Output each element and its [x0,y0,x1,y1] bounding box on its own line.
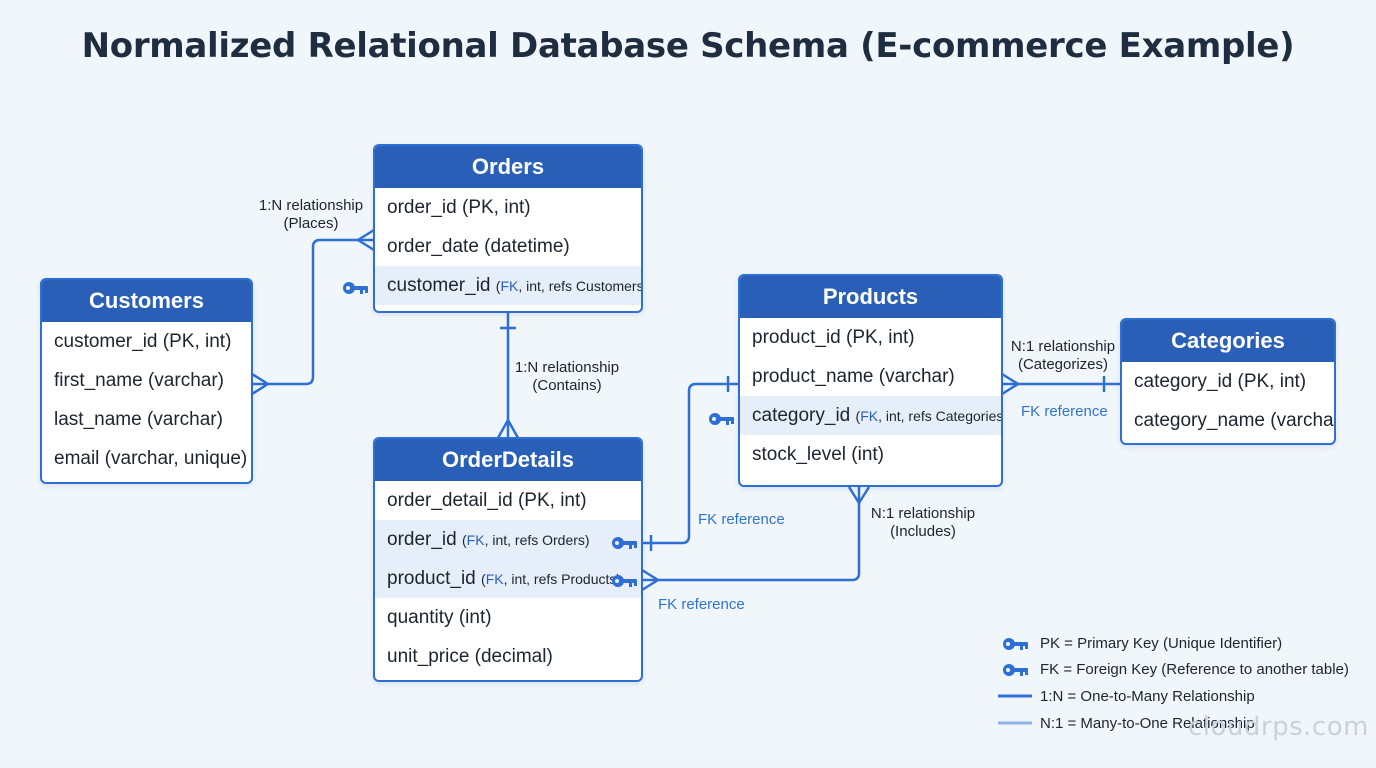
fk-field-detail: (FK, int, refs Customers) [495,278,643,294]
table-orders[interactable]: Orders order_id (PK, int) order_date (da… [373,144,643,313]
rel-label-places: 1:N relationship (Places) [258,197,364,232]
key-icon [709,413,734,425]
field-row: category_id (PK, int) [1134,371,1307,392]
fk-reference-label: FK reference [698,511,785,528]
field-row: last_name (varchar) [54,409,223,430]
fk-field-row: product_id (FK, int, refs Products) [375,559,641,598]
crows-foot-icon [496,418,520,439]
crows-foot-icon [251,372,270,396]
rel-label-contains: 1:N relationship (Contains) [514,359,620,394]
fk-field-detail: (FK, int, refs Orders) [462,532,590,548]
fk-field-detail: (FK, int, refs Categories) [855,408,1003,424]
rel-label-categorizes: N:1 relationship (Categorizes) [1010,338,1116,373]
connector-customers-orders [252,238,374,386]
table-header: Customers [42,280,251,322]
fk-reference-label: FK reference [1021,403,1108,420]
crows-foot-icon [1001,372,1020,396]
page-title: Normalized Relational Database Schema (E… [81,26,1295,66]
key-icon [612,575,637,587]
field-row: stock_level (int) [752,444,884,465]
field-row: product_name (varchar) [752,366,955,387]
light-line-icon [998,721,1032,725]
crows-foot-icon [847,486,871,505]
legend-item-many-to-one: N:1 = Many-to-One Relationship [1040,715,1255,732]
crows-foot-icon [641,568,660,592]
fk-field-row: customer_id (FK, int, refs Customers) [375,266,641,305]
legend-item-pk: PK = Primary Key (Unique Identifier) [1040,635,1283,652]
solid-line-icon [998,694,1032,698]
key-icon [1003,638,1028,650]
table-header: Categories [1122,320,1334,362]
connector-orderid-products [642,382,738,545]
field-row: order_date (datetime) [387,236,570,257]
fk-field-name: order_id [387,529,457,550]
field-row: quantity (int) [387,607,492,628]
key-icon [1003,664,1028,676]
field-row: order_detail_id (PK, int) [387,490,587,511]
field-row: order_id (PK, int) [387,197,531,218]
fk-field-row: category_id (FK, int, refs Categories) [740,396,1001,435]
fk-field-name: customer_id [387,275,491,296]
field-row: category_name (varchar) [1134,410,1336,431]
fk-field-name: category_id [752,405,851,426]
field-row: product_id (PK, int) [752,327,915,348]
table-header: Products [740,276,1001,318]
field-row: unit_price (decimal) [387,646,553,667]
table-header: OrderDetails [375,439,641,481]
key-icon [343,282,368,294]
table-categories[interactable]: Categories category_id (PK, int) categor… [1120,318,1336,445]
fk-field-detail: (FK, int, refs Products) [481,571,622,587]
table-orderdetails[interactable]: OrderDetails order_detail_id (PK, int) o… [373,437,643,682]
field-row: customer_id (PK, int) [54,331,232,352]
key-icon [612,537,637,549]
crows-foot-icon [356,228,375,252]
field-row: email (varchar, unique) [54,448,248,469]
legend-item-fk: FK = Foreign Key (Reference to another t… [1040,661,1349,678]
table-products[interactable]: Products product_id (PK, int) product_na… [738,274,1003,487]
fk-field-name: product_id [387,568,476,589]
connector-productid-products [642,487,861,582]
field-row: first_name (varchar) [54,370,224,391]
rel-label-includes: N:1 relationship (Includes) [870,505,976,540]
legend-item-one-to-many: 1:N = One-to-Many Relationship [1040,688,1255,705]
table-customers[interactable]: Customers customer_id (PK, int) first_na… [40,278,253,484]
fk-field-row: order_id (FK, int, refs Orders) [375,520,641,559]
table-header: Orders [375,146,641,188]
watermark: cloudrps.com [1188,712,1369,742]
fk-reference-label: FK reference [658,596,745,613]
